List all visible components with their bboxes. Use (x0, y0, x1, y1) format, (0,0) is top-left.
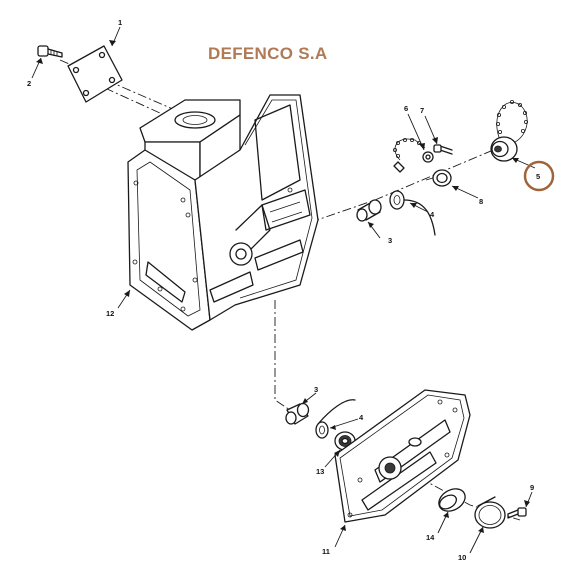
callout-labels: 1 2 12 3 4 6 7 8 5 3 4 13 11 14 10 9 (27, 18, 540, 562)
callout-5: 5 (536, 172, 540, 181)
callout-4-upper: 4 (430, 210, 435, 219)
callout-1: 1 (118, 18, 122, 27)
plug-part-8 (425, 169, 452, 187)
cap-with-chain-part-5 (490, 100, 529, 162)
bead-chain-upper (392, 137, 426, 173)
callout-4-lower: 4 (359, 413, 364, 422)
callout-3-lower: 3 (314, 385, 318, 394)
callout-9: 9 (530, 483, 534, 492)
plug-part-3-lower (285, 402, 310, 425)
seal-part-14 (438, 488, 466, 512)
callout-6: 6 (404, 104, 408, 113)
screw-part-2 (37, 45, 63, 58)
callout-7: 7 (420, 106, 424, 115)
screw-part-7 (433, 144, 453, 155)
leader-lines (31, 26, 536, 554)
gasket-part-4-lower (315, 399, 356, 439)
screw-part-9 (507, 507, 527, 519)
chain-ring-part-6 (422, 151, 434, 163)
callout-14: 14 (426, 533, 435, 542)
watermark-text: DEFENCO S.A (208, 44, 328, 63)
callout-2: 2 (27, 79, 31, 88)
callout-3-upper: 3 (388, 236, 392, 245)
gasket-part-4-upper (389, 190, 436, 236)
highlight-circle (523, 160, 555, 192)
cover-part-10 (474, 496, 506, 529)
cover-plate-part-1 (67, 45, 123, 103)
callout-12: 12 (106, 309, 114, 318)
callout-13: 13 (316, 467, 324, 476)
housing-part-12 (127, 94, 319, 331)
callout-8: 8 (479, 197, 483, 206)
callout-10: 10 (458, 553, 466, 562)
plug-part-3-upper (356, 199, 382, 222)
callout-11: 11 (322, 547, 330, 556)
plate-part-11 (334, 389, 471, 523)
